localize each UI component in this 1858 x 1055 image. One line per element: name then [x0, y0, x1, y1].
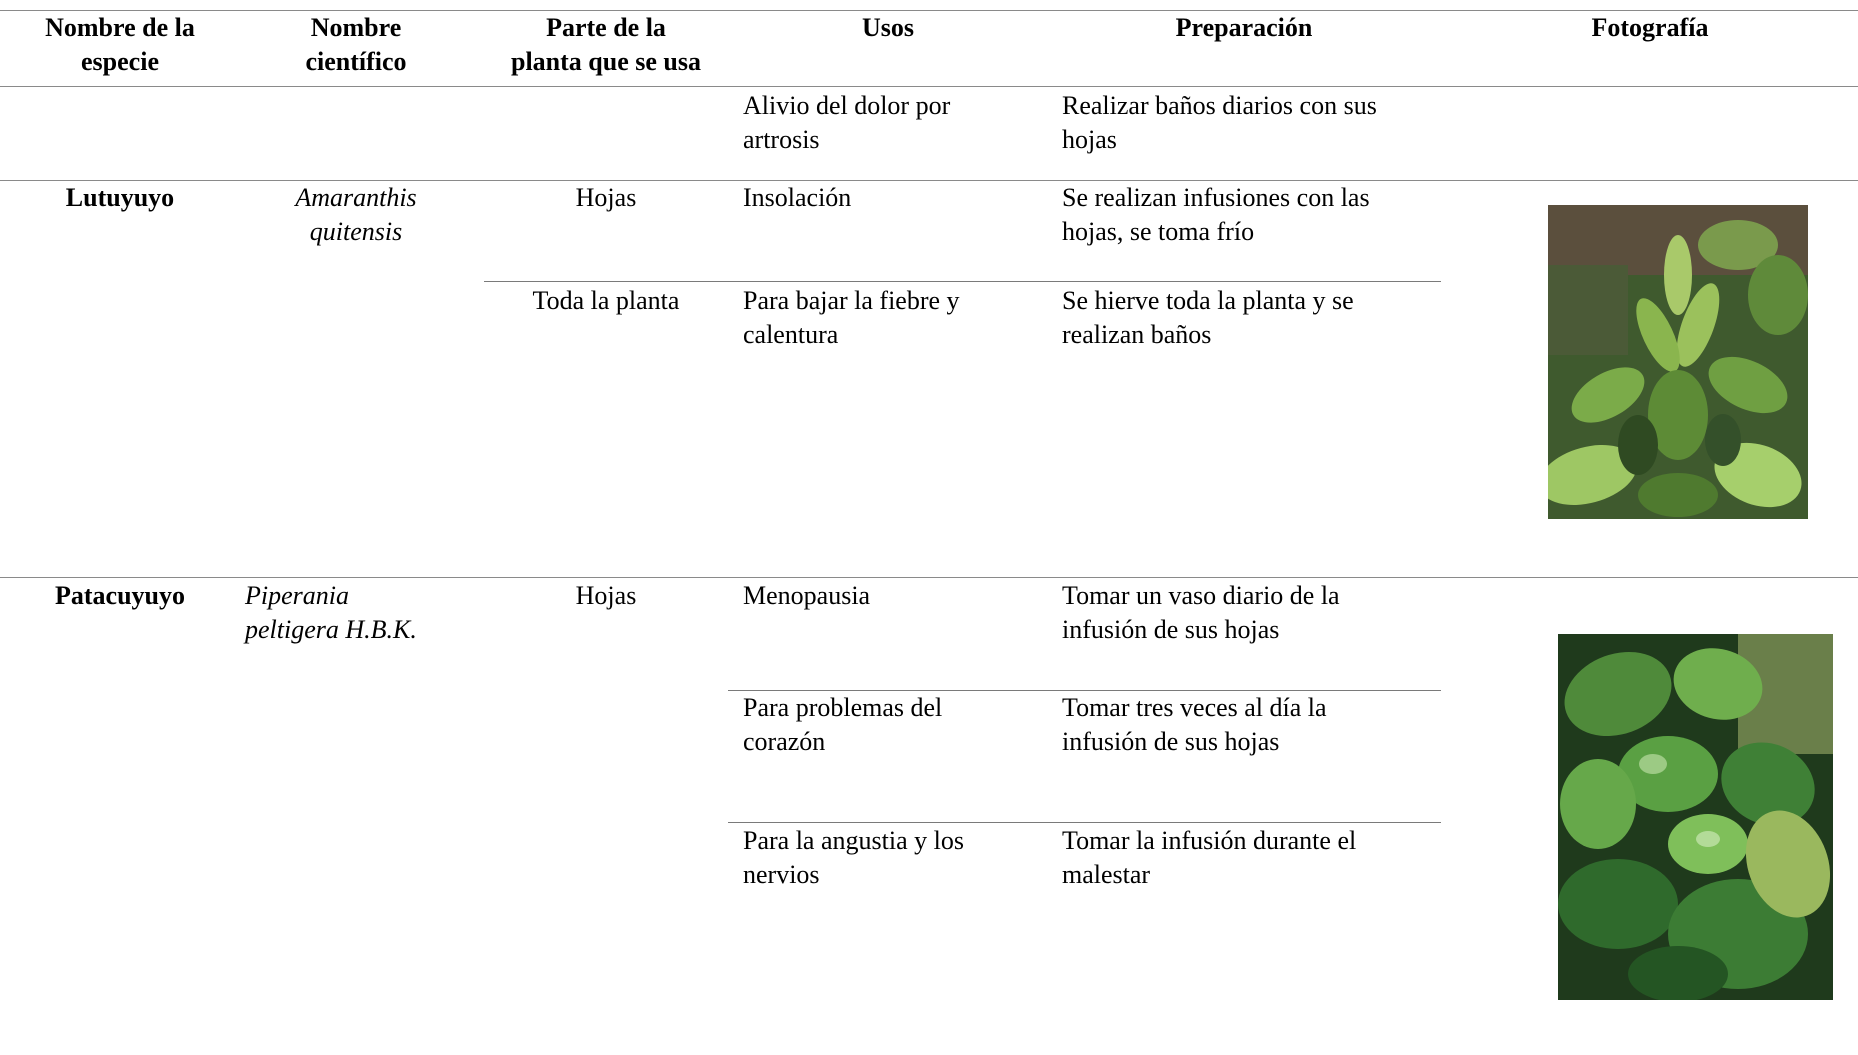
header-bottom-rule: [0, 86, 1858, 87]
header-uses: Usos: [861, 13, 914, 42]
use-lutuyuyo-1: Insolación: [743, 183, 852, 212]
species-name-lutuyuyo: Lutuyuyo: [65, 183, 175, 212]
species-name-patacuyuyo: Patacuyuyo: [55, 581, 185, 610]
row-divider-rule: [0, 577, 1858, 578]
part-lutuyuyo-2: Toda la planta: [532, 286, 680, 315]
preparation-patacuyuyo-3: Tomar la infusión durante el malestar: [1062, 826, 1357, 889]
header-part: Parte de la planta que se usa: [511, 13, 701, 76]
preparation-patacuyuyo-1: Tomar un vaso diario de la infusión de s…: [1062, 581, 1340, 644]
preparation-lutuyuyo-2: Se hierve toda la planta y se realizan b…: [1062, 286, 1354, 349]
use-patacuyuyo-2: Para problemas del corazón: [743, 693, 943, 756]
table-top-rule: [0, 10, 1858, 11]
subrow-divider-rule: [728, 822, 1441, 823]
carryover-preparation: Realizar baños diarios con sus hojas: [1062, 91, 1377, 154]
part-patacuyuyo: Hojas: [575, 581, 637, 610]
preparation-patacuyuyo-2: Tomar tres veces al día la infusión de s…: [1062, 693, 1327, 756]
subrow-divider-rule: [484, 281, 1441, 282]
preparation-lutuyuyo-1: Se realizan infusiones con las hojas, se…: [1062, 183, 1370, 246]
carryover-use: Alivio del dolor por artrosis: [743, 91, 951, 154]
use-patacuyuyo-1: Menopausia: [743, 581, 871, 610]
photo-lutuyuyo: [1548, 205, 1808, 519]
header-photo: Fotografía: [1591, 13, 1709, 42]
photo-patacuyuyo: [1558, 634, 1833, 1000]
scientific-name-patacuyuyo: Piperania peltigera H.B.K.: [245, 581, 417, 644]
subrow-divider-rule: [728, 690, 1441, 691]
use-lutuyuyo-2: Para bajar la fiebre y calentura: [743, 286, 960, 349]
header-preparation: Preparación: [1175, 13, 1313, 42]
scientific-name-lutuyuyo: Amaranthis quitensis: [295, 183, 417, 246]
use-patacuyuyo-3: Para la angustia y los nervios: [743, 826, 964, 889]
part-lutuyuyo-1: Hojas: [575, 183, 637, 212]
header-species: Nombre de la especie: [45, 13, 195, 76]
header-scientific: Nombre científico: [305, 13, 407, 76]
row-divider-rule: [0, 180, 1858, 181]
